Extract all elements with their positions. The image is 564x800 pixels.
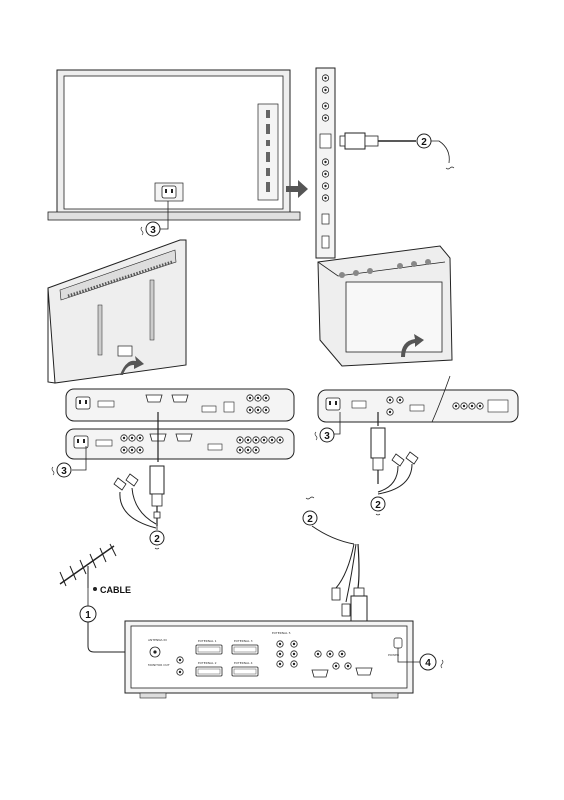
arrow-icon xyxy=(401,334,424,357)
callout-2-mid: 2 xyxy=(149,530,165,550)
callout-3-right: 3 xyxy=(314,412,341,443)
callout-number: 2 xyxy=(375,500,381,511)
tv-rear-view-right xyxy=(317,245,453,367)
label-ext3: EXTERNAL 3 xyxy=(234,639,253,643)
connector-panel-b xyxy=(65,428,295,460)
receiver-cable-bundle: 2 xyxy=(302,496,368,633)
tv-rear-view-left xyxy=(47,239,187,384)
vga-rca-cable-left xyxy=(113,412,165,530)
callout-number: 3 xyxy=(324,431,330,442)
label-ext5: EXTERNAL 5 xyxy=(272,631,291,635)
connector-panel-c xyxy=(317,375,519,423)
label-power: POWER xyxy=(388,653,399,657)
cable-dot xyxy=(93,587,97,591)
callout-number: 3 xyxy=(61,466,67,477)
callout-4: 4 xyxy=(397,648,444,671)
label-ext4: EXTERNAL 4 xyxy=(234,661,253,665)
callout-number: 1 xyxy=(85,610,91,621)
antenna-icon xyxy=(59,543,117,588)
label-ext2: EXTERNAL 2 xyxy=(198,661,217,665)
callout-2-bottom: 2 xyxy=(370,496,386,516)
label-ext1: EXTERNAL 1 xyxy=(198,639,217,643)
arrow-icon xyxy=(286,180,308,198)
label-antenna-in: ANTENNA IN xyxy=(148,638,167,642)
connector-panel-a xyxy=(65,388,295,422)
callout-number: 2 xyxy=(307,514,313,525)
arrow-icon xyxy=(120,356,144,375)
label-monitor-out: MONITOR OUT xyxy=(148,663,170,667)
callout-number: 4 xyxy=(425,658,431,669)
callout-number: 2 xyxy=(154,534,160,545)
callout-number: 2 xyxy=(421,137,427,148)
callout-2-top: 2 xyxy=(416,133,455,170)
vga-connector-icon xyxy=(339,132,416,150)
receiver-box: ANTENNA IN MONITOR OUT EXTERNAL 1 EXTERN… xyxy=(124,620,414,699)
callout-1: 1 xyxy=(79,584,146,653)
cable-label: CABLE xyxy=(100,585,131,595)
tv-front-view xyxy=(47,69,301,221)
callout-3-top: 3 xyxy=(140,201,169,237)
callout-3-left: 3 xyxy=(51,446,87,478)
side-panel-zoom xyxy=(315,67,336,259)
callout-number: 3 xyxy=(150,225,156,236)
vga-rca-cable-right xyxy=(370,412,419,495)
